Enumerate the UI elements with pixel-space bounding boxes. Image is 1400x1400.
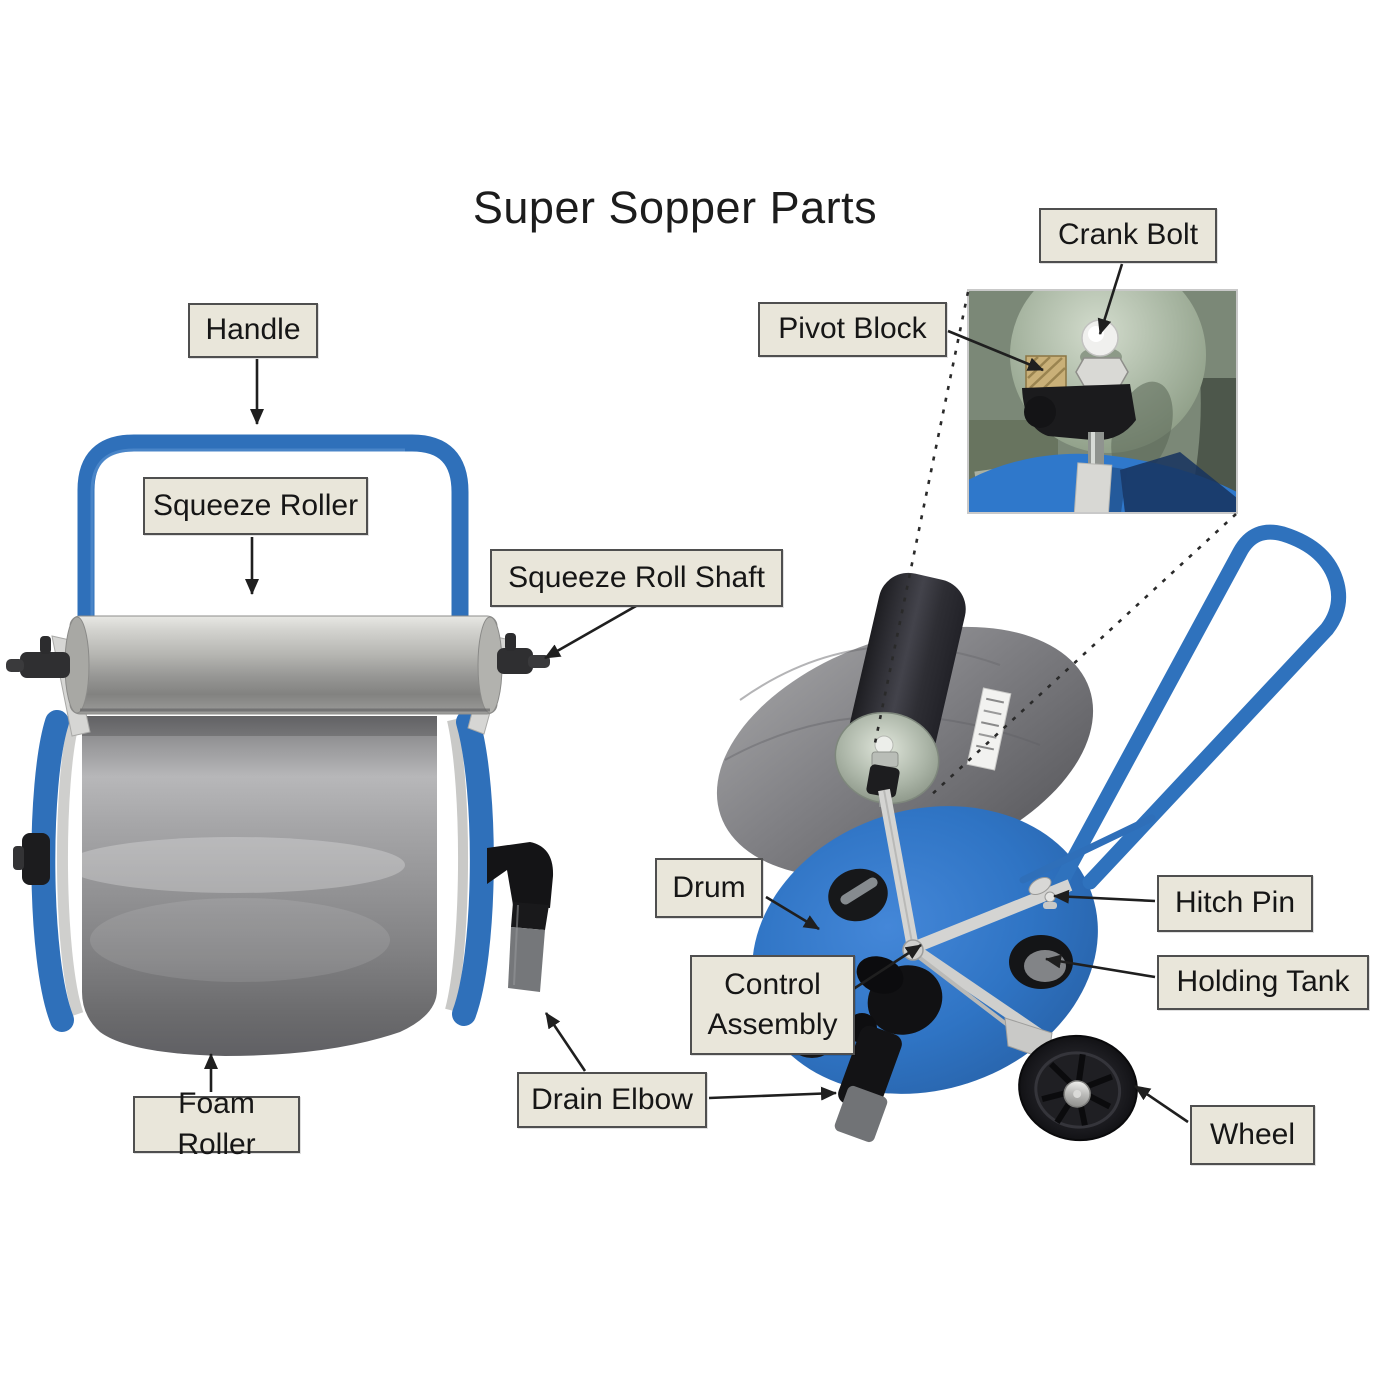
- label-squeeze-roll-shaft: Squeeze Roll Shaft: [490, 549, 783, 607]
- callout-line-1: [872, 291, 970, 749]
- handle-tube-rear: [1045, 524, 1347, 905]
- squeeze-roll-shaft-left: [6, 636, 70, 678]
- hitch-rod: [1019, 814, 1156, 884]
- label-crank-bolt: Crank Bolt: [1039, 208, 1217, 263]
- label-hitch-pin: Hitch Pin: [1157, 875, 1313, 932]
- arrow-hitch-pin: [1053, 889, 1156, 904]
- label-squeeze-roller: Squeeze Roller: [143, 477, 368, 535]
- crank-bolt-part: [874, 735, 894, 755]
- clamp: [1022, 384, 1136, 441]
- squeeze-roller-cylinder: [69, 615, 498, 715]
- inset-photo-crank-detail: [967, 289, 1238, 514]
- label-pivot-block: Pivot Block: [758, 302, 947, 357]
- foam-roller-body: [82, 716, 437, 1056]
- drain-elbow-front: [487, 842, 554, 992]
- label-handle: Handle: [188, 303, 318, 358]
- arrow-drum: [765, 895, 820, 931]
- arrow-squeeze-roll-shaft: [544, 604, 637, 660]
- label-wheel: Wheel: [1190, 1105, 1315, 1165]
- drum-sticker: [966, 687, 1012, 771]
- page-title: Super Sopper Parts: [472, 182, 878, 233]
- callout-dashed-lines: [872, 291, 1237, 798]
- rear-view-photo: [716, 524, 1347, 1143]
- label-control-assembly: Control Assembly: [690, 955, 855, 1055]
- label-drum: Drum: [655, 858, 763, 918]
- right-rim: [452, 710, 494, 1026]
- arrow-drain-elbow-left: [544, 1012, 587, 1072]
- crank-nut: [1075, 357, 1129, 387]
- label-holding-tank: Holding Tank: [1157, 955, 1369, 1010]
- handle-tube: [77, 434, 469, 700]
- label-foam-roller: Foam Roller: [133, 1087, 300, 1161]
- arrow-holding-tank: [1045, 954, 1156, 979]
- wheel-part: [1004, 1017, 1138, 1142]
- arrow-drain-elbow-right: [708, 1086, 837, 1101]
- axle-hub: [22, 833, 50, 885]
- arrow-crank-bolt: [1097, 263, 1124, 335]
- hitch-pin-part: [1028, 876, 1057, 909]
- drain-elbow-rear: [834, 956, 943, 1143]
- label-drain-elbow: Drain Elbow: [517, 1072, 707, 1128]
- arrow-wheel: [1134, 1084, 1189, 1124]
- support-arm-detail: [1073, 462, 1113, 513]
- arrow-pivot-block: [947, 329, 1044, 372]
- pivot-block-detail: [1025, 355, 1067, 391]
- front-view-photo: [6, 434, 554, 1056]
- squeeze-roll-shaft-right: [497, 633, 550, 674]
